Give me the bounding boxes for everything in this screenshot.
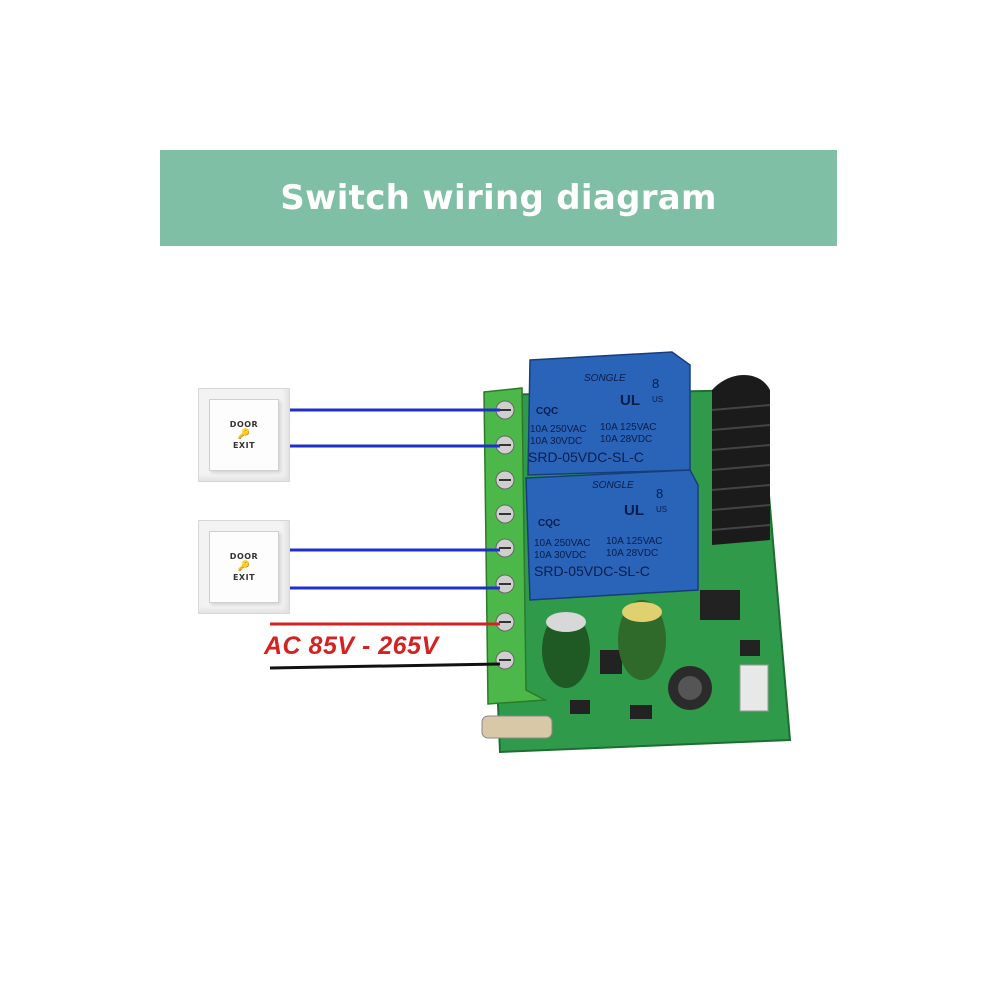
title-banner: Switch wiring diagram xyxy=(160,150,837,246)
relay-1-rating-r1: 10A 125VAC xyxy=(600,422,657,433)
wires xyxy=(269,408,501,670)
relay-2-ul: UL xyxy=(624,502,644,519)
switch-face-1: DOOR 🔑 EXIT xyxy=(209,399,279,471)
antenna-coil xyxy=(711,375,771,545)
relay-1-mark-number: 8 xyxy=(652,376,659,391)
relay-2-cert: CQC xyxy=(538,518,560,529)
relay-1-model: SRD-05VDC-SL-C xyxy=(528,449,644,465)
relay-1-rating-l1: 10A 250VAC xyxy=(530,424,587,435)
relay-1-brand: SONGLE xyxy=(584,373,626,384)
relay-2: SONGLE 8 UL US CQC 10A 250VAC 10A 125VAC… xyxy=(525,469,699,601)
relay-2-rating-r2: 10A 28VDC xyxy=(606,548,658,559)
relay-2-rating-r1: 10A 125VAC xyxy=(606,536,663,547)
switch-bottom-text-2: EXIT xyxy=(232,573,256,582)
relay-1-rating-l2: 10A 30VDC xyxy=(530,436,582,447)
power-label: AC 85V - 265V xyxy=(264,632,439,660)
relay-1-us: US xyxy=(652,395,663,404)
relay-1-rating-r2: 10A 28VDC xyxy=(600,434,652,445)
switch-face-2: DOOR 🔑 EXIT xyxy=(209,531,279,603)
relay-2-mark-number: 8 xyxy=(656,486,663,501)
relay-2-rating-l2: 10A 30VDC xyxy=(534,550,586,561)
switch-top-text-2: DOOR xyxy=(229,552,259,561)
wire-neutral xyxy=(269,662,501,670)
door-exit-switch-2: DOOR 🔑 EXIT xyxy=(198,520,290,614)
relay-2-model: SRD-05VDC-SL-C xyxy=(534,563,650,579)
switch-bottom-text-1: EXIT xyxy=(232,441,256,450)
key-icon: 🔑 xyxy=(237,429,251,440)
relay-1-cert: CQC xyxy=(536,406,558,417)
relay-1: SONGLE 8 UL US CQC 10A 250VAC 10A 125VAC… xyxy=(527,351,691,476)
relay-2-brand: SONGLE xyxy=(592,480,634,491)
door-exit-switch-1: DOOR 🔑 EXIT xyxy=(198,388,290,482)
relay-2-us: US xyxy=(656,505,667,514)
relay-2-rating-l1: 10A 250VAC xyxy=(534,538,591,549)
diagram-title: Switch wiring diagram xyxy=(280,178,717,218)
key-icon: 🔑 xyxy=(237,561,251,572)
terminal-screws xyxy=(495,400,515,670)
relay-1-ul: UL xyxy=(620,392,640,409)
switch-top-text-1: DOOR xyxy=(229,420,259,429)
pcb-components xyxy=(481,590,769,739)
